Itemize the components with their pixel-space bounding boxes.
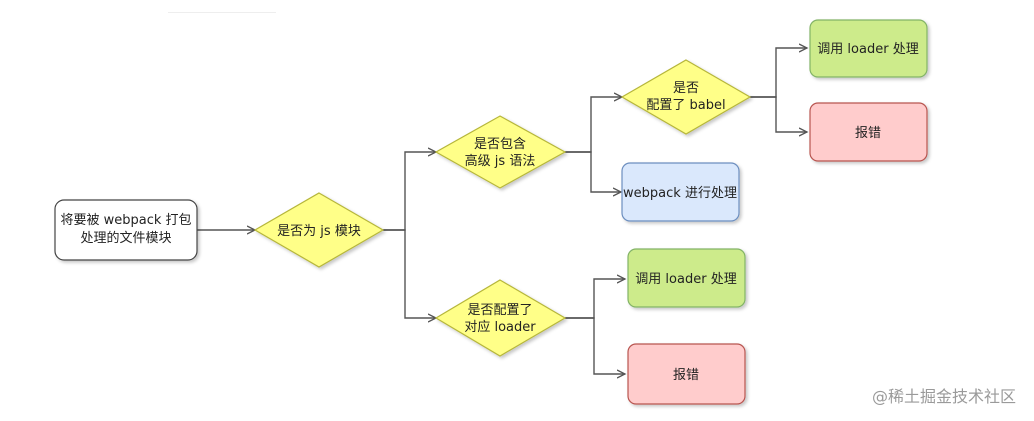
node-is-js: 是否为 js 模块 [253,192,385,268]
edge-babel-to-error-top [750,96,807,132]
node-is-js-label: 是否为 js 模块 [277,224,361,239]
node-error-top: 报错 [809,102,928,162]
node-error-bottom-box [627,343,746,405]
node-start-line1: 将要被 webpack 打包 [60,213,191,228]
watermark: @稀土掘金技术社区 [871,387,1016,406]
node-adv-syntax: 是否包含 高级 js 语法 [434,115,567,189]
node-webpack: webpack 进行处理 [621,162,740,222]
node-error-bottom-label: 报错 [673,368,699,383]
node-has-loader-diamond [434,279,567,357]
node-webpack-box [621,162,740,222]
node-error-bottom: 报错 [627,343,746,405]
node-babel: 是否 配置了 babel [620,59,752,135]
node-error-top-box [809,102,928,162]
node-loader-top-label: 调用 loader 处理 [817,42,918,57]
edge-adv-syntax-to-babel [565,97,622,153]
node-start-box [54,199,198,261]
node-adv-syntax-line1: 是否包含 [474,136,526,152]
node-has-loader-line2: 对应 loader [464,319,536,335]
edge-adv-syntax-to-webpack [565,151,621,192]
edges [197,48,807,374]
node-is-js-diamond [253,192,385,268]
node-adv-syntax-line2: 高级 js 语法 [465,153,536,169]
node-has-loader: 是否配置了 对应 loader [434,279,567,357]
node-loader-bottom-label: 调用 loader 处理 [635,272,736,287]
edge-is-js-to-adv-syntax [383,152,436,231]
node-has-loader-line1: 是否配置了 [467,303,532,318]
node-loader-bottom: 调用 loader 处理 [627,248,746,308]
node-loader-bottom-box [627,248,746,308]
node-loader-top-box [809,19,928,78]
node-babel-line1: 是否 [673,81,699,96]
edge-has-loader-to-error-bottom [565,317,625,374]
node-start-line2: 处理的文件模块 [80,230,171,246]
node-adv-syntax-diamond [434,115,567,189]
node-babel-diamond [620,59,752,135]
edge-has-loader-to-loader-bottom [565,279,625,319]
edge-is-js-to-has-loader [383,229,436,318]
node-babel-line2: 配置了 babel [646,98,725,113]
node-loader-top: 调用 loader 处理 [809,19,928,78]
node-start: 将要被 webpack 打包 处理的文件模块 [54,199,198,261]
node-error-top-label: 报错 [855,126,881,141]
top-divider [168,12,276,13]
edge-babel-to-loader-top [750,48,807,98]
node-webpack-label: webpack 进行处理 [623,186,737,201]
